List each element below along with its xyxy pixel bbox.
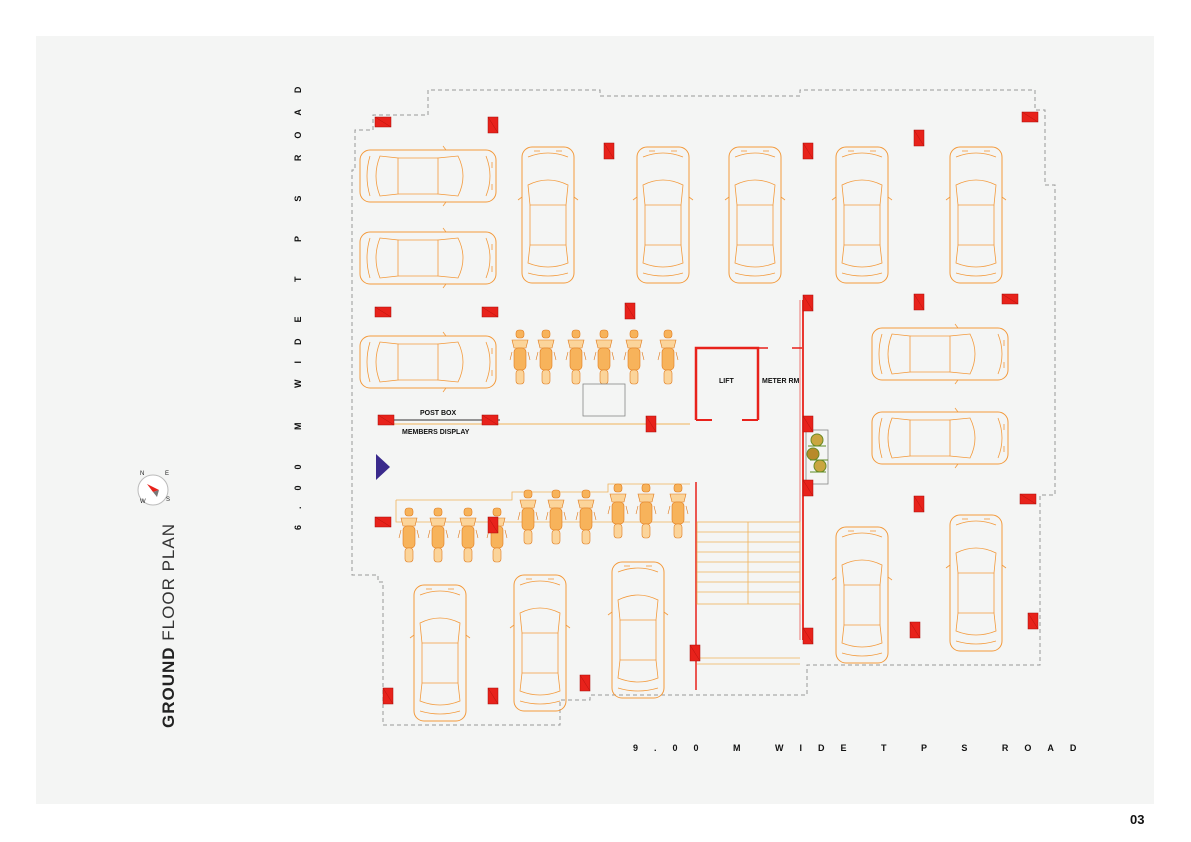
title-bold: GROUND bbox=[159, 646, 178, 728]
plant-icon bbox=[805, 429, 829, 485]
shaft-box bbox=[582, 383, 626, 417]
meter-room-label: METER RM bbox=[762, 378, 800, 385]
compass-w: W bbox=[140, 499, 146, 505]
compass-e: E bbox=[165, 471, 170, 477]
post-box-label: POST BOX bbox=[420, 410, 457, 417]
page-number: 03 bbox=[1130, 812, 1145, 827]
lift-label: LIFT bbox=[719, 378, 734, 385]
bike-parking-upper bbox=[509, 329, 679, 385]
entry-arrow-icon bbox=[376, 454, 390, 480]
page-title: GROUND FLOOR PLAN bbox=[159, 523, 179, 728]
left-road-label: 6.00 M WIDE T P S ROAD bbox=[293, 70, 303, 530]
car-row-top bbox=[360, 146, 1007, 288]
lift-core bbox=[694, 300, 804, 690]
car-row-middle bbox=[360, 324, 1008, 468]
title-rest: FLOOR PLAN bbox=[159, 523, 178, 647]
compass-icon: N E W S bbox=[136, 471, 171, 507]
drawing-sheet bbox=[36, 36, 1154, 804]
site-boundary bbox=[351, 89, 1056, 726]
compass-n: N bbox=[140, 471, 145, 477]
compass-s: S bbox=[166, 497, 171, 503]
structural-columns bbox=[374, 111, 1039, 705]
members-display-label: MEMBERS DISPLAY bbox=[402, 429, 470, 436]
bike-parking-lower bbox=[398, 483, 689, 563]
staircase bbox=[696, 521, 801, 665]
bottom-road-label: 9.00 M WIDE T P S ROAD bbox=[633, 743, 1093, 753]
